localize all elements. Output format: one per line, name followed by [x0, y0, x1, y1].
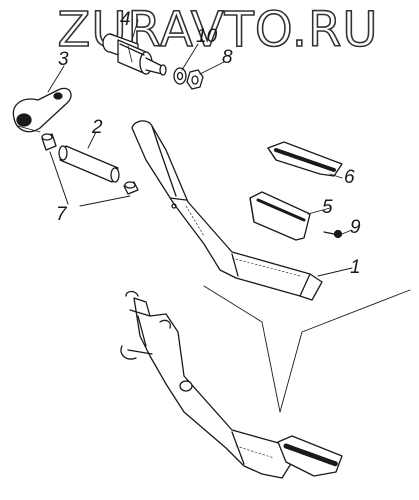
callout-2: 2: [92, 117, 103, 138]
part-8-nut: [186, 69, 204, 90]
callout-8: 8: [222, 47, 233, 68]
callout-4: 4: [120, 9, 131, 30]
callout-7: 7: [56, 204, 67, 225]
callout-10: 10: [196, 26, 218, 47]
callout-6: 6: [344, 167, 355, 188]
part-1-pedal-lever: [131, 120, 323, 301]
part-4-pivot-shaft: [102, 33, 167, 76]
part-9-screw: [323, 229, 343, 239]
callout-1: 1: [350, 257, 361, 278]
assembly-guide-lines: [203, 285, 411, 413]
callout-5: 5: [322, 197, 333, 218]
callout-9: 9: [350, 217, 361, 238]
callout-3: 3: [58, 49, 69, 70]
assembled-pedal: [120, 290, 343, 479]
part-3-link-plate: [12, 87, 72, 133]
part-6-pad-cover: [267, 141, 343, 177]
part-10-washer: [173, 67, 187, 85]
part-2-pin: [58, 145, 120, 183]
callout-leaders: [47, 19, 353, 277]
part-5-pad: [249, 191, 311, 241]
part-7-bushings: [41, 133, 139, 207]
